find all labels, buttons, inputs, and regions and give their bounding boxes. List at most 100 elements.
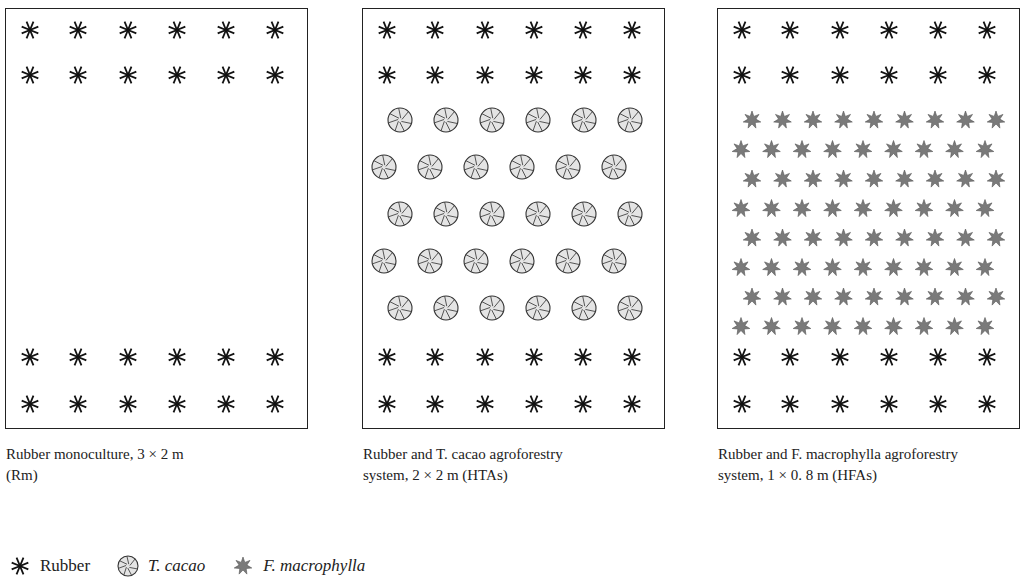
ficus-symbol — [793, 318, 811, 335]
ficus-symbol — [865, 170, 883, 187]
rubber-symbol — [267, 396, 284, 413]
rubber-symbol — [832, 349, 849, 366]
rubber-symbol — [624, 396, 641, 413]
ficus-symbol — [976, 200, 994, 217]
rubber-symbol — [832, 396, 849, 413]
ficus-symbol — [793, 259, 811, 276]
rubber-symbol — [427, 396, 444, 413]
ficus-symbol — [896, 170, 914, 187]
ficus-symbol — [743, 229, 761, 246]
ficus-symbol — [854, 141, 872, 158]
planting-panel: Rubber and T. cacao agroforestry system,… — [362, 8, 665, 429]
rubber-symbol — [477, 22, 494, 39]
rubber-symbol — [120, 396, 137, 413]
rubber-symbol — [734, 67, 751, 84]
planting-panel: Rubber and F. macrophylla agroforestry s… — [717, 8, 1020, 429]
ficus-symbol — [793, 200, 811, 217]
cacao-symbol — [618, 202, 642, 226]
ficus-symbol — [915, 200, 933, 217]
ficus-symbol — [976, 318, 994, 335]
ficus-symbol — [926, 111, 944, 128]
ficus-symbol — [774, 170, 792, 187]
cacao-symbol — [602, 249, 626, 273]
rubber-symbol — [930, 22, 947, 39]
ficus-symbol — [763, 318, 781, 335]
ficus-symbol — [946, 141, 964, 158]
panel-caption: Rubber and F. macrophylla agroforestry s… — [718, 444, 958, 486]
ficus-symbol — [854, 318, 872, 335]
ficus-symbol — [824, 259, 842, 276]
ficus-symbol — [763, 200, 781, 217]
cacao-symbol — [464, 155, 488, 179]
ficus-symbol — [957, 288, 975, 305]
ficus-symbol — [743, 111, 761, 128]
rubber-symbol — [70, 22, 87, 39]
cacao-symbol — [372, 249, 396, 273]
panel-caption: Rubber monoculture, 3 × 2 m (Rm) — [6, 444, 211, 486]
rubber-symbol — [881, 67, 898, 84]
cacao-symbol — [434, 296, 458, 320]
ficus-symbol — [824, 318, 842, 335]
ficus-symbol — [896, 111, 914, 128]
ficus-symbol — [774, 288, 792, 305]
rubber-symbol — [881, 396, 898, 413]
ficus-symbol — [732, 200, 750, 217]
rubber-symbol — [526, 67, 543, 84]
rubber-symbol — [22, 67, 39, 84]
cacao-symbol — [388, 202, 412, 226]
cacao-symbol — [572, 108, 596, 132]
rubber-symbol — [379, 22, 396, 39]
rubber-symbol — [477, 67, 494, 84]
ficus-symbol — [957, 111, 975, 128]
legend-sample — [8, 554, 32, 578]
rubber-symbol — [218, 396, 235, 413]
ficus-symbol — [732, 259, 750, 276]
rubber-symbol — [575, 349, 592, 366]
ficus-symbol — [774, 229, 792, 246]
rubber-symbol — [427, 349, 444, 366]
ficus-symbol — [743, 170, 761, 187]
cacao-symbol — [480, 296, 504, 320]
rubber-symbol — [734, 396, 751, 413]
rubber-symbol — [218, 22, 235, 39]
ficus-symbol — [793, 141, 811, 158]
ficus-symbol — [804, 170, 822, 187]
ficus-symbol — [987, 288, 1005, 305]
ficus-symbol — [743, 288, 761, 305]
rubber-symbol — [379, 396, 396, 413]
cacao-symbol — [434, 202, 458, 226]
ficus-symbol — [865, 229, 883, 246]
rubber-symbol — [979, 67, 996, 84]
rubber-symbol — [526, 396, 543, 413]
cacao-symbol — [526, 296, 550, 320]
rubber-symbol — [979, 22, 996, 39]
ficus-symbol — [957, 170, 975, 187]
cacao-symbol — [572, 296, 596, 320]
ficus-symbol — [804, 111, 822, 128]
ficus-symbol — [946, 200, 964, 217]
rubber-symbol — [979, 396, 996, 413]
rubber-symbol — [267, 349, 284, 366]
cacao-symbol — [618, 108, 642, 132]
legend-item: F. macrophylla — [231, 554, 365, 578]
rubber-symbol — [70, 67, 87, 84]
ficus-symbol — [824, 200, 842, 217]
legend-item: T. cacao — [116, 554, 205, 578]
rubber-symbol — [120, 67, 137, 84]
legend-label: Rubber — [40, 556, 90, 576]
rubber-symbol — [218, 67, 235, 84]
cacao-symbol — [556, 155, 580, 179]
cacao-symbol — [526, 108, 550, 132]
cacao-symbol — [464, 249, 488, 273]
rubber-symbol — [930, 396, 947, 413]
rubber-symbol — [832, 67, 849, 84]
ficus-symbol — [926, 229, 944, 246]
ficus-symbol — [763, 259, 781, 276]
ficus-symbol — [896, 229, 914, 246]
ficus-symbol — [865, 111, 883, 128]
cacao-symbol — [510, 155, 534, 179]
rubber-symbol — [22, 396, 39, 413]
cacao-symbol — [418, 249, 442, 273]
ficus-symbol — [835, 288, 853, 305]
ficus-symbol — [957, 229, 975, 246]
